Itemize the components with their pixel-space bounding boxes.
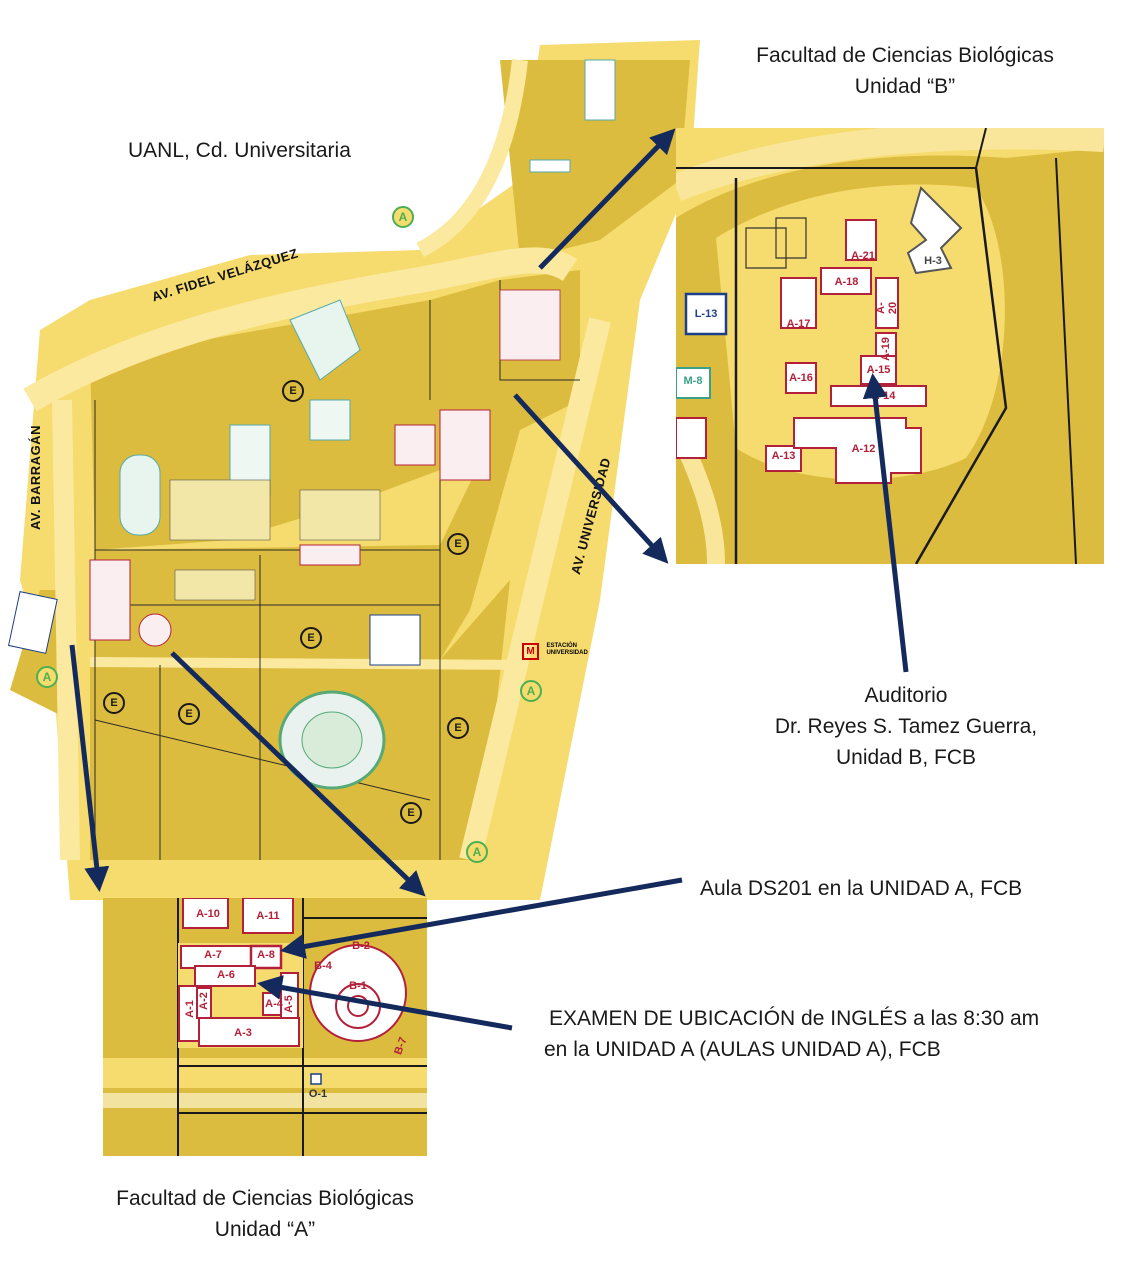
metro-line1: ESTACIÓN [546,643,578,649]
auditorio-caption: Auditorio Dr. Reyes S. Tamez Guerra, Uni… [746,680,1066,773]
metro-line2: UNIVERSIDAD [546,650,588,656]
parking-icon: E [178,703,200,725]
building-a19: A-19 [880,337,892,361]
building-a20: A-20 [875,301,899,315]
building-m8: M-8 [683,375,703,387]
parking-icon: E [400,802,422,824]
auditorio-line1: Auditorio [864,684,948,707]
building-b2: B-2 [352,940,370,952]
unit-b-caption-line2: Unidad “B” [854,75,956,98]
building-a6: A-6 [217,969,235,981]
examen-caption: EXAMEN DE UBICACIÓN de INGLÉS a las 8:30… [544,1003,1039,1065]
road-label-barragan: AV. BARRAGÁN [28,425,43,530]
building-a21: A-21 [851,250,875,262]
building-a10: A-10 [196,908,220,920]
unit-a-caption: Facultad de Ciencias Biológicas Unidad “… [90,1183,440,1245]
parking-icon: E [447,717,469,739]
building-a8: A-8 [257,949,275,961]
building-a14: A-14 [871,390,896,402]
building-a15: A-15 [866,364,891,376]
unit-a-caption-line1: Facultad de Ciencias Biológicas [116,1187,414,1210]
parking-icon: E [103,692,125,714]
building-a2: A-2 [198,992,210,1010]
aula-caption: Aula DS201 en la UNIDAD A, FCB [700,877,1023,900]
examen-line1: EXAMEN DE UBICACIÓN de INGLÉS a las 8:30… [549,1007,1040,1030]
auditorio-line3: Unidad B, FCB [835,746,977,769]
access-icon: A [520,680,542,702]
unit-a-caption-line2: Unidad “A” [214,1218,316,1241]
unit-b-caption: Facultad de Ciencias Biológicas Unidad “… [730,40,1080,102]
building-b1: B-1 [349,980,367,992]
building-h3: H-3 [924,255,942,267]
building-o1: O-1 [308,1088,328,1100]
parking-icon: E [447,533,469,555]
campus-title: UANL, Cd. Universitaria [128,139,351,162]
building-a13: A-13 [771,450,796,462]
access-icon: A [392,206,414,228]
unit-a-inset: A-10 A-11 A-7 A-8 A-6 A-1 A-2 A-4 A-5 A-… [103,898,427,1156]
examen-line2: en la UNIDAD A (AULAS UNIDAD A), FCB [544,1038,941,1061]
building-a17: A-17 [786,318,811,330]
unit-b-inset: A-21 A-18 A-20 A-17 A-19 A-16 A-15 A-14 … [676,128,1104,564]
access-icon: A [36,666,58,688]
auditorio-line2: Dr. Reyes S. Tamez Guerra, [774,715,1038,738]
unit-b-caption-line1: Facultad de Ciencias Biológicas [756,44,1054,67]
access-icon: A [466,841,488,863]
building-b4: B-4 [314,960,332,972]
building-a16: A-16 [789,372,813,384]
building-l13: L-13 [694,308,718,320]
metro-station: M ESTACIÓN UNIVERSIDAD [522,643,588,661]
building-a3: A-3 [234,1027,252,1039]
building-a11: A-11 [256,910,280,922]
parking-icon: E [300,627,322,649]
building-a12: A-12 [851,443,876,455]
building-a5: A-5 [283,995,295,1013]
building-a1: A-1 [184,1000,196,1018]
building-a7: A-7 [204,949,222,961]
metro-icon: M [522,643,539,660]
building-a18: A-18 [834,276,859,288]
parking-icon: E [282,380,304,402]
